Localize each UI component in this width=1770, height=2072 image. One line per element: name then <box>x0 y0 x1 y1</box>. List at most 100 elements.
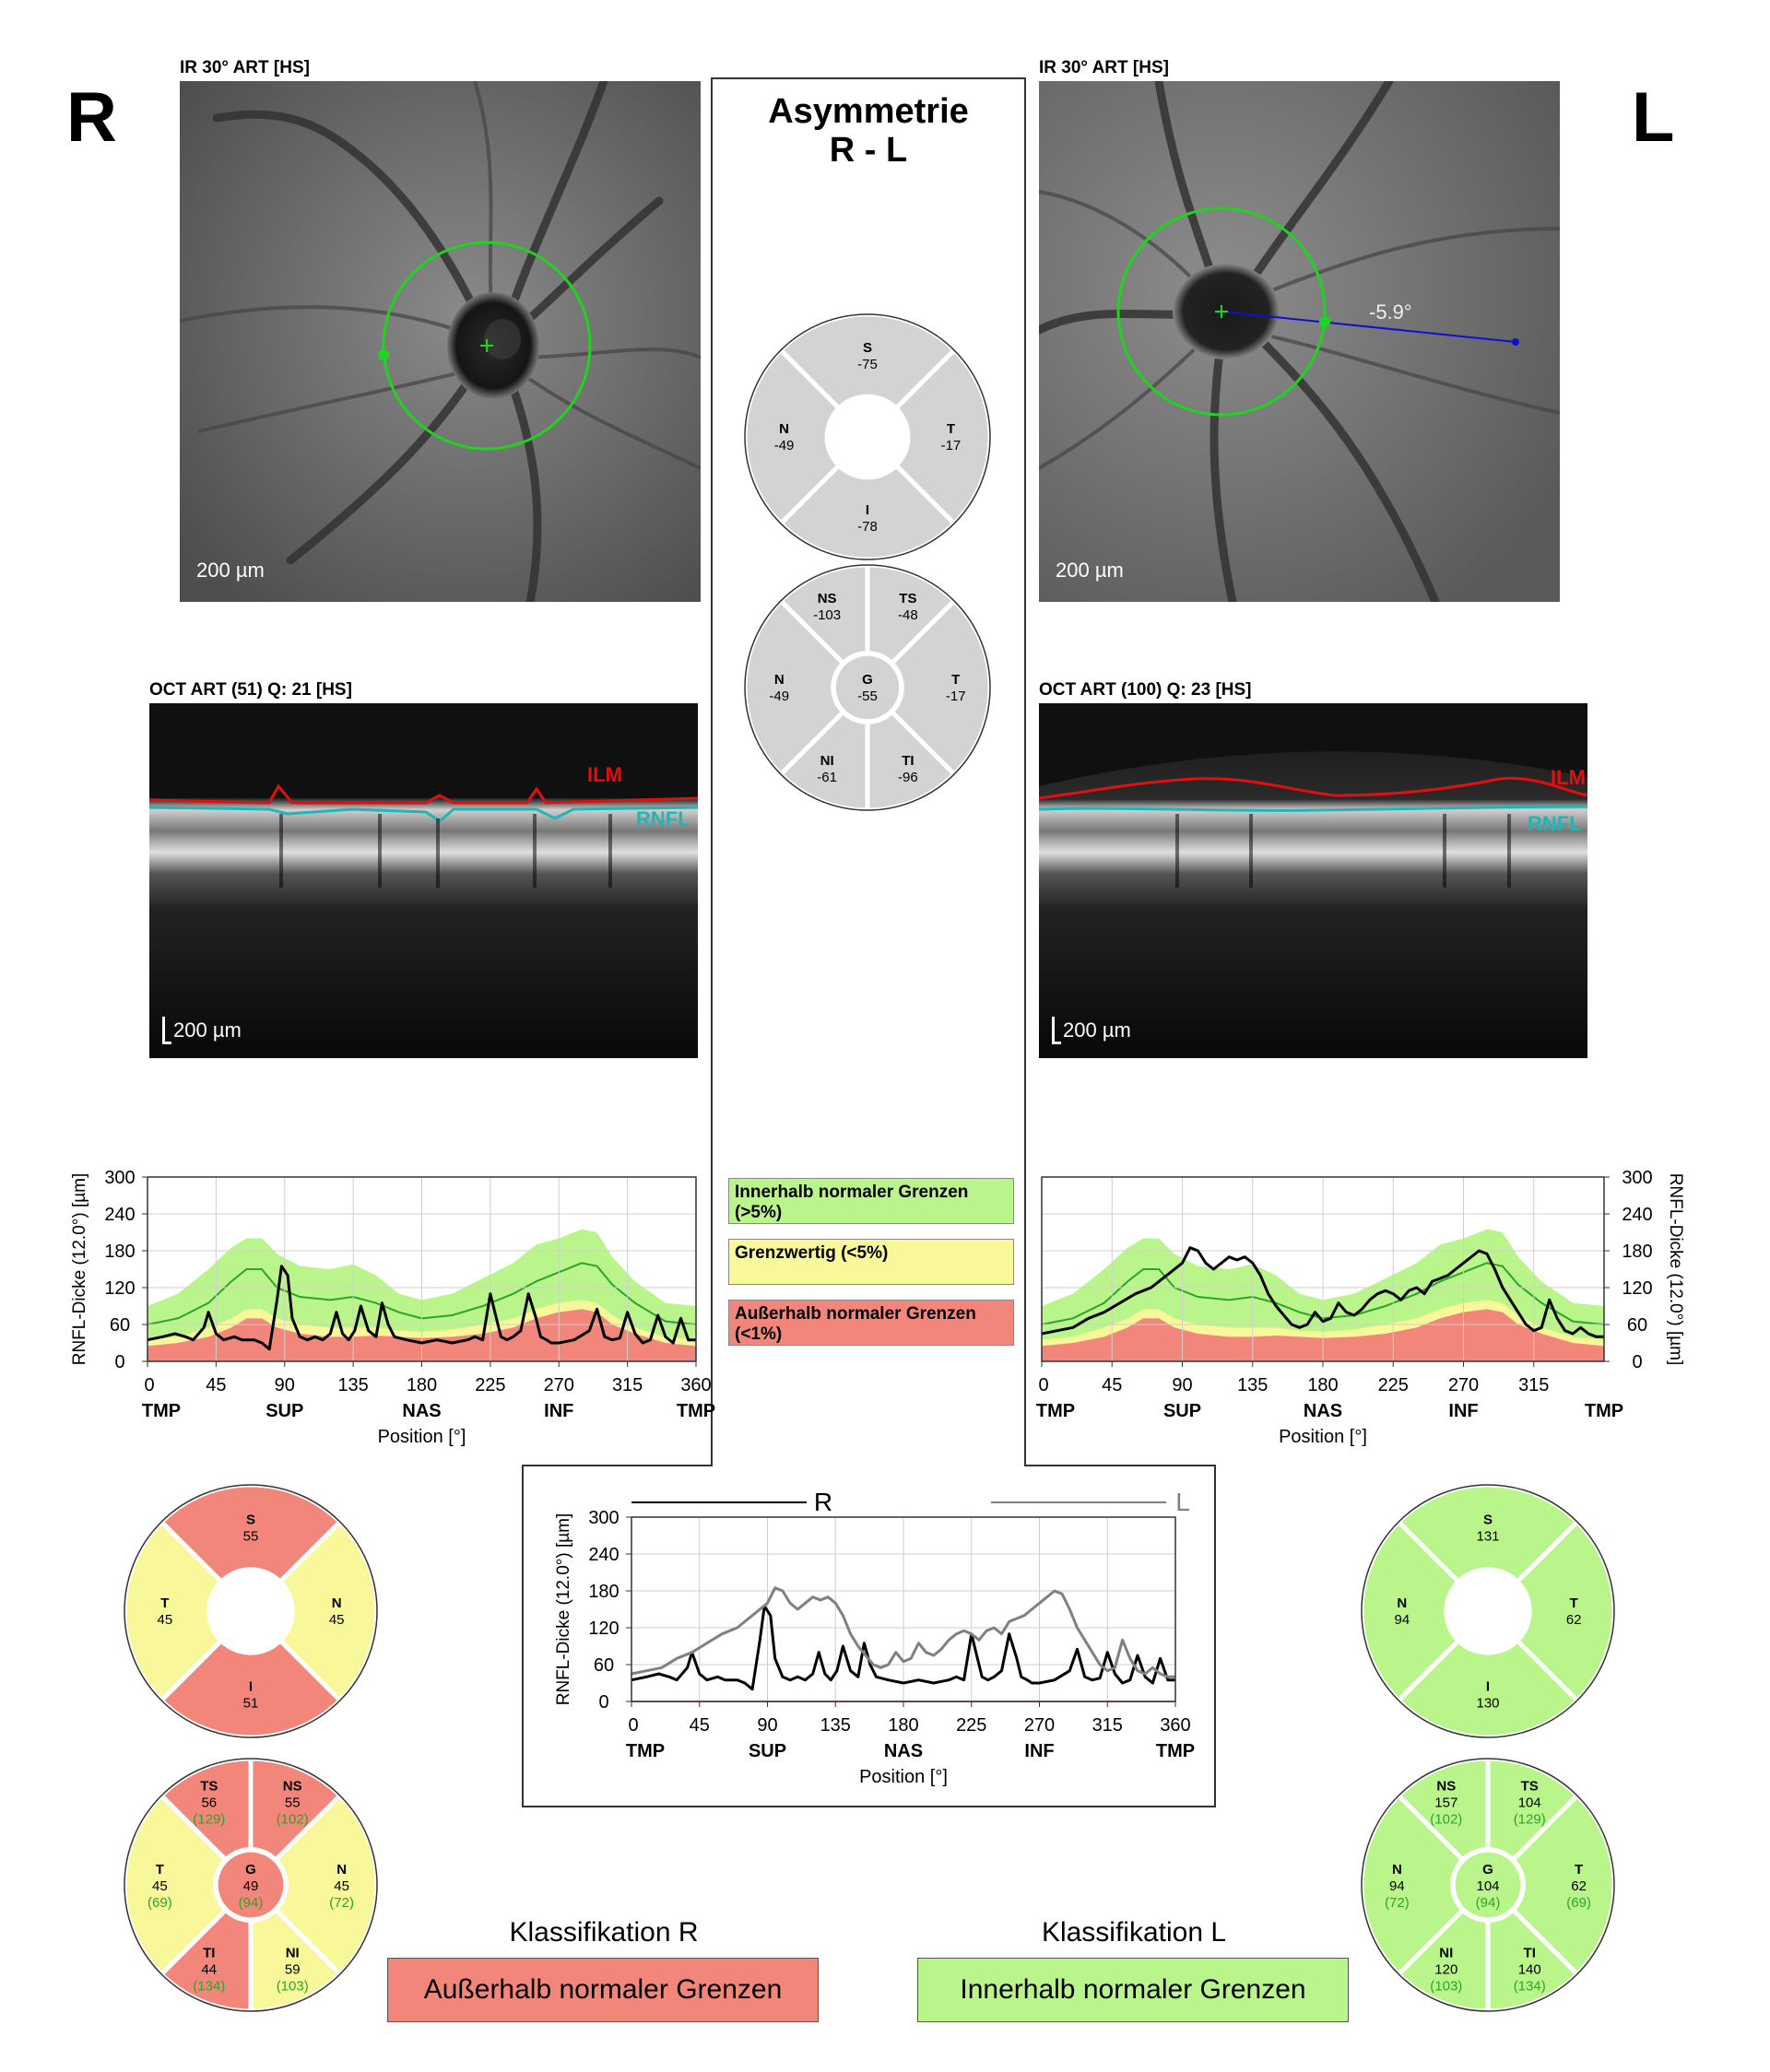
legend-text: Grenzwertig (<5%) <box>735 1243 889 1263</box>
left-ir-scale: 200 µm <box>1056 559 1124 582</box>
right-ir-image: 200 µm <box>180 81 701 602</box>
region-label: TMP <box>677 1401 715 1421</box>
x-axis-label: Position [°] <box>1279 1427 1367 1447</box>
x-tick-label: 0 <box>628 1715 638 1736</box>
sector-label: N <box>774 672 785 688</box>
region-label: TMP <box>142 1401 181 1421</box>
left-ir-angle: -5.9° <box>1369 300 1412 324</box>
legend-item-outside: Außerhalb normaler Grenzen (<1%) <box>728 1300 1014 1346</box>
region-label: NAS <box>884 1741 923 1761</box>
y-tick-label: 180 <box>1622 1242 1652 1262</box>
sector-normal: (69) <box>1566 1895 1591 1911</box>
sector-normal: (103) <box>1430 1978 1462 1994</box>
mean-line <box>147 1262 697 1325</box>
x-tick-label: 90 <box>275 1375 295 1395</box>
sector-value: 104 <box>1476 1878 1499 1894</box>
region-label: INF <box>1024 1741 1054 1761</box>
sector-value: -96 <box>898 770 918 785</box>
center-sector <box>835 655 900 720</box>
sector-label: N <box>332 1595 342 1611</box>
y-tick-label: 120 <box>1622 1278 1652 1299</box>
y-tick-label: 60 <box>110 1315 130 1336</box>
region-label: SUP <box>1163 1401 1201 1421</box>
y-axis-label: RNFL-Dicke (12.0°) [µm] <box>554 1513 573 1706</box>
sector-value: 157 <box>1434 1795 1457 1811</box>
x-tick-label: 360 <box>680 1375 711 1395</box>
sector-label: G <box>862 672 873 688</box>
x-tick-label: 180 <box>407 1375 437 1395</box>
left-oct-scale: 200 µm <box>1063 1018 1131 1042</box>
sector-value: -17 <box>941 438 962 453</box>
sector-normal: (102) <box>277 1812 309 1828</box>
sector-label: TI <box>1524 1945 1536 1960</box>
x-tick-label: 180 <box>888 1715 918 1736</box>
sector-value: 62 <box>1571 1878 1587 1894</box>
sector-value: -55 <box>857 689 878 704</box>
sector-normal: (129) <box>1514 1812 1546 1828</box>
center-ring <box>213 1847 289 1923</box>
sector-label: TI <box>203 1945 215 1960</box>
sector-value: -49 <box>774 438 795 453</box>
sector-value: -103 <box>813 607 841 623</box>
region-label: SUP <box>749 1741 786 1761</box>
sector-label: I <box>866 502 869 518</box>
left-oct-ilm-label: ILM <box>1551 766 1586 789</box>
asym-title: Asymmetrie R - L <box>712 92 1025 170</box>
sector-label: TS <box>899 591 916 606</box>
sector-normal: (129) <box>193 1812 225 1828</box>
sector-value: 56 <box>201 1795 217 1811</box>
sector-value: 94 <box>1389 1878 1405 1894</box>
sector-label: NS <box>1436 1779 1456 1795</box>
mean-line <box>1041 1262 1605 1325</box>
series-line <box>147 1265 696 1351</box>
sector-value: 51 <box>243 1695 259 1711</box>
outer-ring <box>124 1758 378 2012</box>
region-label: NAS <box>1304 1401 1342 1421</box>
x-tick-label: 315 <box>1092 1715 1123 1736</box>
sector-label: T <box>947 421 955 437</box>
right-sector-diagram: TS56(129)NS55(102)N45(72)NI59(103)TI44(1… <box>122 1756 380 2014</box>
sector-normal: (69) <box>148 1895 172 1911</box>
outer-ring <box>744 564 991 811</box>
left-oct-image: ILM RNFL 200 µm <box>1039 703 1587 1058</box>
sector-label: NS <box>283 1779 302 1795</box>
right-classification-value: Außerhalb normaler Grenzen <box>387 1958 819 2022</box>
sector-value: -48 <box>898 607 918 623</box>
sector-normal: (102) <box>1430 1812 1462 1828</box>
sector-normal: (134) <box>193 1978 225 1994</box>
x-tick-label: 45 <box>690 1715 710 1736</box>
x-tick-label: 135 <box>1237 1375 1268 1395</box>
sector-label: TS <box>1521 1779 1539 1795</box>
x-tick-label: 270 <box>1448 1375 1479 1395</box>
sector-value: -17 <box>946 689 966 704</box>
legend-item-borderline: Grenzwertig (<5%) <box>728 1239 1014 1285</box>
sector-value: 62 <box>1566 1612 1582 1628</box>
y-tick-label: 60 <box>594 1655 614 1676</box>
x-tick-label: 315 <box>1518 1375 1549 1395</box>
x-tick-label: 90 <box>1172 1375 1192 1395</box>
series-line <box>631 1586 1175 1678</box>
legend-label-l: L <box>1175 1488 1190 1516</box>
sector-label: G <box>245 1862 256 1878</box>
left-oct-rnfl-label: RNFL <box>1528 812 1582 835</box>
sector-label: T <box>1575 1862 1583 1878</box>
right-oct-ilm-label: ILM <box>587 763 622 786</box>
x-tick-label: 315 <box>612 1375 643 1395</box>
y-tick-label: 300 <box>104 1168 135 1188</box>
outer-ring <box>1361 1484 1615 1738</box>
sector-label: NI <box>820 753 834 769</box>
right-oct-scale: 200 µm <box>173 1018 242 1042</box>
sector-value: 45 <box>334 1878 349 1894</box>
sector-label: NI <box>286 1945 300 1960</box>
y-tick-label: 300 <box>1622 1168 1652 1188</box>
sector-label: TI <box>902 753 914 769</box>
center-ring <box>831 651 904 724</box>
sector-value: -49 <box>769 689 789 704</box>
y-tick-label: 180 <box>104 1242 135 1262</box>
sector-label: N <box>1392 1862 1402 1878</box>
